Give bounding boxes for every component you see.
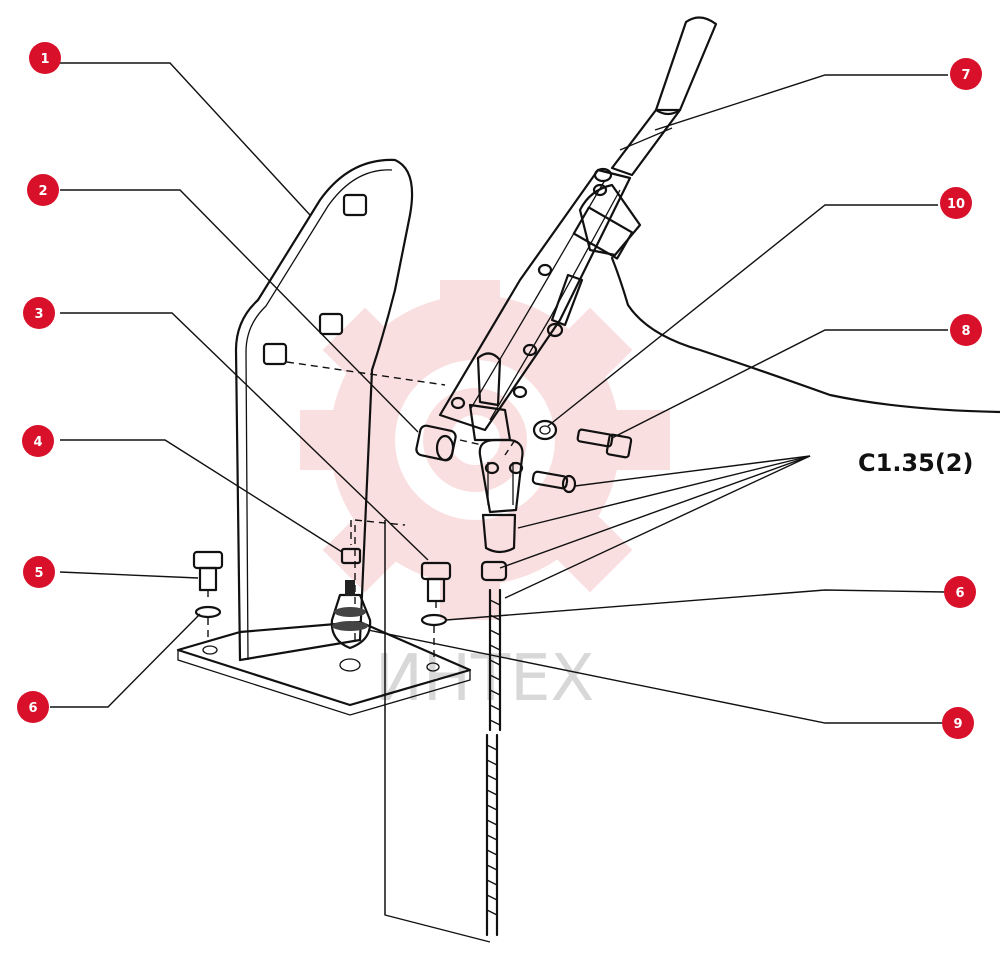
hex-nut-icon (262, 193, 368, 366)
small-nut-part-4 (340, 520, 362, 565)
callout-2: 2 (27, 174, 59, 206)
svg-text:6: 6 (28, 701, 37, 716)
mount-hidden-line (286, 361, 446, 386)
callout-5: 5 (23, 556, 55, 588)
washer-part-10 (532, 419, 558, 441)
svg-text:10: 10 (947, 197, 965, 212)
callout-7: 7 (950, 58, 982, 90)
bolt-part-8 (576, 428, 633, 459)
clevis-pin (531, 470, 577, 494)
callout-6-right: 6 (944, 576, 976, 608)
spacer-part-2 (415, 424, 457, 462)
svg-text:2: 2 (38, 184, 47, 199)
rubber-boot (330, 580, 372, 650)
callout-10: 10 (940, 187, 972, 219)
callout-8: 8 (950, 314, 982, 346)
svg-text:6: 6 (955, 586, 964, 601)
svg-text:4: 4 (33, 435, 42, 450)
reference-label: C1.35(2) (858, 449, 973, 477)
callout-3: 3 (23, 297, 55, 329)
svg-text:5: 5 (34, 566, 43, 581)
bolt-left (192, 550, 224, 642)
bracket-part (176, 158, 472, 716)
control-cable (610, 256, 1000, 414)
svg-text:8: 8 (961, 324, 970, 339)
leader-lines (50, 62, 948, 724)
callout-6-left: 6 (17, 691, 49, 723)
watermark-gear-logo (300, 280, 670, 620)
svg-text:7: 7 (961, 68, 970, 83)
cable-sleeve (384, 520, 491, 943)
svg-text:9: 9 (953, 717, 962, 732)
callout-1: 1 (29, 42, 61, 74)
svg-text:1: 1 (40, 52, 49, 67)
clevis-fork (478, 438, 524, 554)
threaded-rod (480, 560, 508, 937)
lever-assembly (438, 16, 718, 456)
svg-text:3: 3 (34, 307, 43, 322)
mount-hidden-line-2 (354, 519, 406, 640)
callout-9: 9 (942, 707, 974, 739)
callout-4: 4 (22, 425, 54, 457)
